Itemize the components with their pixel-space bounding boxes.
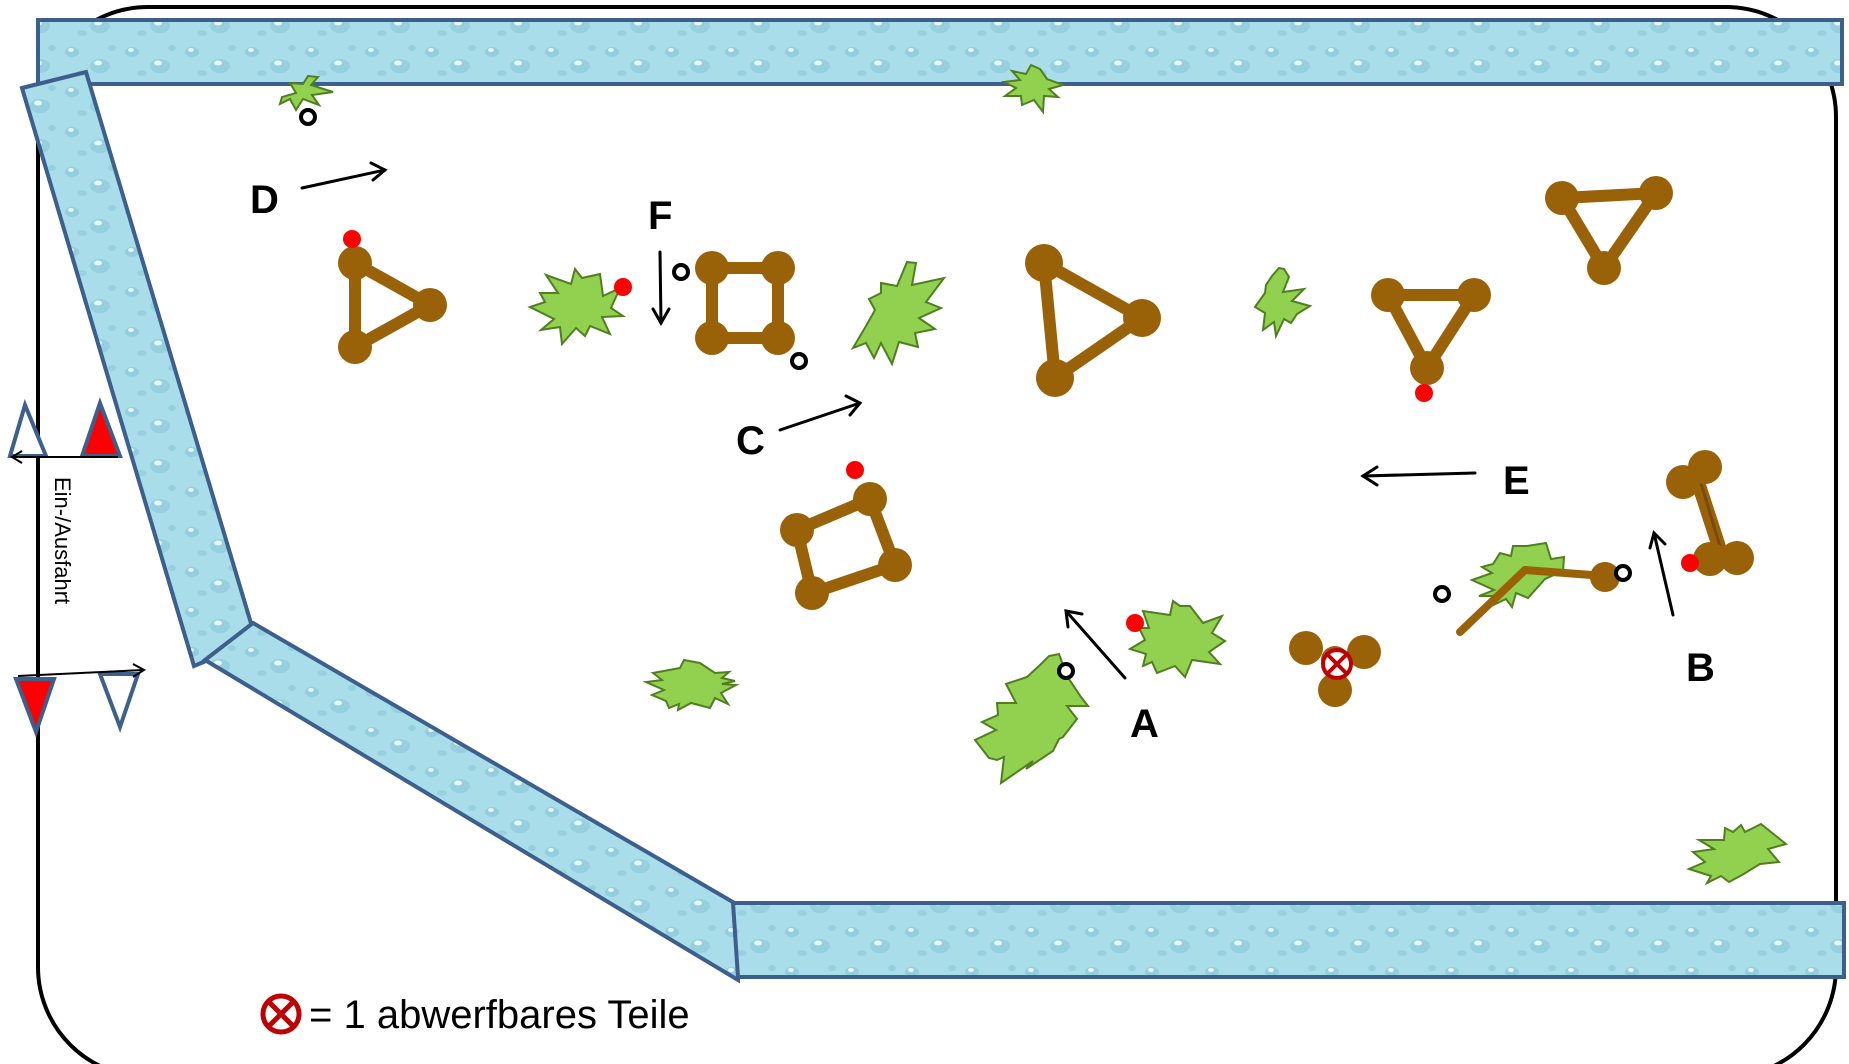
bush-icon	[642, 658, 740, 712]
bush-icon	[1253, 266, 1313, 340]
bush-icon	[1127, 599, 1227, 679]
red-dot	[1415, 384, 1433, 402]
entrance-flags: Ein-/Ausfahrt	[7, 397, 146, 738]
flag-bottom-right-icon	[97, 672, 141, 733]
entrance-label: Ein-/Ausfahrt	[50, 477, 75, 604]
water-barrier-bottom	[730, 901, 1846, 979]
bush-icon	[527, 266, 627, 347]
arrow-d	[300, 161, 388, 190]
log-obstacles	[338, 176, 1754, 707]
log-triangle-2	[1025, 244, 1161, 397]
station-label-b: B	[1686, 646, 1715, 690]
removable-part-icon	[1321, 648, 1353, 680]
arrow-a	[1064, 609, 1127, 680]
flag-top-left-icon	[7, 398, 49, 458]
log-bent-pole	[1456, 562, 1620, 636]
marker-circles	[299, 108, 1632, 680]
marker-circle	[1057, 662, 1075, 680]
bushes	[278, 63, 1789, 886]
legend: = 1 abwerfbares Teile	[260, 993, 690, 1037]
log-triangle-4	[1545, 176, 1673, 285]
marker-circle	[1614, 564, 1632, 582]
log-square-2	[780, 482, 912, 610]
station-label-e: E	[1503, 459, 1530, 503]
bush-icon	[973, 652, 1091, 786]
red-dots	[343, 230, 1699, 632]
arrow-b	[1648, 530, 1675, 617]
bush-icon	[1000, 63, 1067, 115]
station-labels: D F C E A B	[250, 178, 1715, 746]
red-dot	[343, 230, 361, 248]
log-square-1	[695, 251, 795, 355]
course-boundary	[36, 5, 1838, 1064]
marker-circle	[299, 108, 317, 126]
bush-icon	[850, 260, 947, 367]
flag-bottom-left-icon	[13, 677, 57, 738]
legend-text: = 1 abwerfbares Teile	[309, 993, 690, 1037]
flag-top-right-icon	[79, 397, 123, 458]
arrow-c	[778, 394, 863, 432]
red-dot	[614, 278, 632, 296]
bush-icon	[1686, 822, 1789, 886]
marker-circle	[1433, 585, 1451, 603]
red-dot	[1126, 614, 1144, 632]
log-single-pole	[1666, 450, 1754, 576]
log-triangle-1	[338, 246, 447, 364]
arrow-f	[651, 250, 671, 327]
direction-arrows	[300, 161, 1675, 680]
bush-icon	[278, 74, 334, 112]
red-dot	[846, 461, 864, 479]
station-label-f: F	[648, 194, 672, 238]
marker-circle	[790, 352, 808, 370]
water-barriers	[19, 18, 1846, 984]
removable-part-icon	[260, 993, 302, 1035]
station-label-d: D	[250, 178, 279, 222]
arrow-e	[1360, 465, 1477, 487]
log-triangle-3	[1371, 278, 1491, 385]
station-label-a: A	[1130, 702, 1159, 746]
red-dot	[1681, 554, 1699, 572]
water-barrier-top	[36, 18, 1844, 86]
station-label-c: C	[736, 419, 765, 463]
marker-circle	[672, 263, 690, 281]
